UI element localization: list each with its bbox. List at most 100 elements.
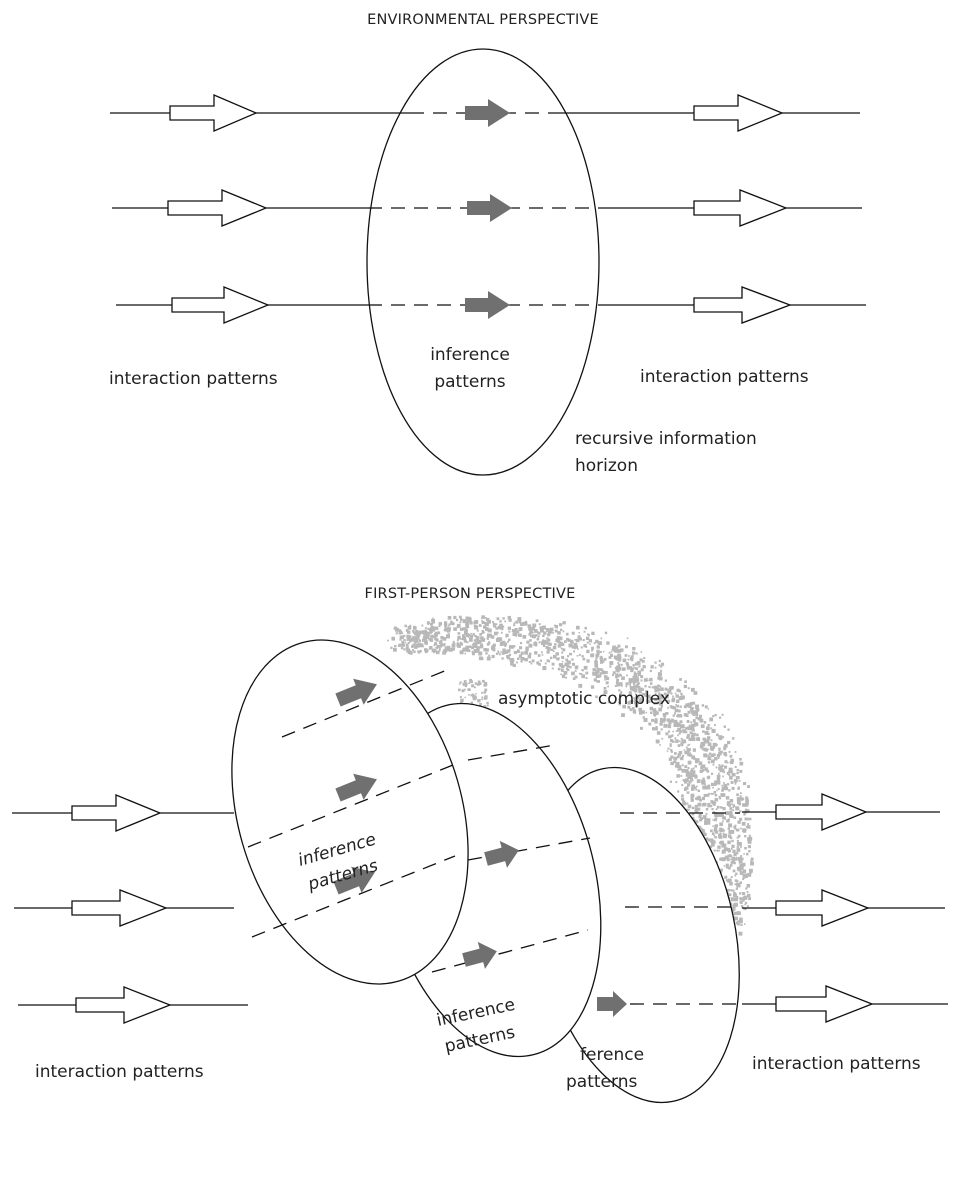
cloud-speck xyxy=(496,617,500,621)
cloud-speck xyxy=(407,625,412,630)
cloud-speck xyxy=(712,715,715,718)
cloud-speck xyxy=(586,649,590,654)
cloud-speck xyxy=(643,678,648,682)
cloud-speck xyxy=(639,658,643,662)
cloud-speck xyxy=(475,636,480,641)
cloud-speck xyxy=(566,637,569,641)
cloud-speck xyxy=(486,637,489,640)
cloud-speck xyxy=(697,807,701,811)
cloud-speck xyxy=(675,721,679,725)
cloud-speck xyxy=(475,640,479,645)
cloud-speck xyxy=(572,677,576,680)
cloud-speck xyxy=(692,719,696,722)
cloud-speck xyxy=(706,748,708,751)
cloud-speck xyxy=(649,682,653,685)
cloud-speck xyxy=(461,689,465,693)
cloud-speck xyxy=(619,682,623,686)
cloud-speck xyxy=(670,692,673,695)
cloud-speck xyxy=(736,839,739,842)
cloud-speck xyxy=(520,651,524,655)
cloud-speck xyxy=(560,647,563,650)
cloud-speck xyxy=(659,701,663,706)
cloud-speck xyxy=(730,897,735,902)
cloud-speck xyxy=(464,684,467,688)
cloud-speck xyxy=(710,782,715,787)
cloud-speck xyxy=(488,654,491,657)
cloud-speck xyxy=(710,839,714,844)
cloud-speck xyxy=(665,693,668,696)
cloud-speck xyxy=(486,656,491,661)
cloud-speck xyxy=(537,635,540,638)
cloud-speck xyxy=(707,724,710,727)
cloud-speck xyxy=(659,685,662,688)
cloud-speck xyxy=(483,625,487,629)
cloud-speck xyxy=(514,628,518,632)
cloud-speck xyxy=(727,850,730,853)
cloud-speck xyxy=(465,624,469,629)
hollow-arrow-icon xyxy=(71,889,168,927)
cloud-speck xyxy=(671,697,676,702)
cloud-speck xyxy=(562,648,566,652)
cloud-speck xyxy=(710,838,714,842)
cloud-speck xyxy=(703,802,707,807)
cloud-speck xyxy=(412,648,414,651)
cloud-speck xyxy=(429,631,432,634)
cloud-speck xyxy=(625,682,629,686)
hollow-arrow-icon xyxy=(775,889,870,927)
cloud-speck xyxy=(707,740,710,743)
cloud-speck xyxy=(681,754,684,757)
cloud-speck xyxy=(681,695,685,700)
cloud-speck xyxy=(473,686,476,689)
cloud-speck xyxy=(568,643,571,646)
cloud-speck xyxy=(735,872,738,875)
cloud-speck xyxy=(518,633,522,637)
cloud-speck xyxy=(731,860,736,864)
environmental-right-label: interaction patterns xyxy=(640,367,809,387)
cloud-speck xyxy=(471,693,475,697)
cloud-speck xyxy=(535,634,538,637)
cloud-speck xyxy=(627,705,631,709)
cloud-speck xyxy=(620,675,622,677)
cloud-speck xyxy=(422,630,426,634)
cloud-speck xyxy=(670,734,674,738)
cloud-speck xyxy=(558,636,563,641)
cloud-speck xyxy=(690,687,695,692)
cloud-speck xyxy=(457,635,461,640)
cloud-speck xyxy=(612,673,614,676)
cloud-speck xyxy=(422,632,426,636)
cloud-speck xyxy=(728,751,731,753)
cloud-speck xyxy=(666,718,670,722)
cloud-speck xyxy=(638,687,642,692)
cloud-speck xyxy=(739,897,743,901)
cloud-speck xyxy=(694,820,698,824)
cloud-speck xyxy=(629,700,632,703)
cloud-speck xyxy=(502,640,506,644)
cloud-speck xyxy=(513,645,516,648)
cloud-speck xyxy=(641,688,645,691)
cloud-speck xyxy=(401,642,405,646)
cloud-speck xyxy=(450,648,453,651)
cloud-speck xyxy=(711,843,715,847)
cloud-speck xyxy=(534,651,538,655)
cloud-speck xyxy=(598,674,602,678)
cloud-speck xyxy=(710,829,713,833)
cloud-speck xyxy=(726,858,730,862)
cloud-speck xyxy=(692,701,696,705)
cloud-speck xyxy=(734,857,738,861)
cloud-speck xyxy=(702,730,705,733)
cloud-speck xyxy=(684,750,688,755)
cloud-speck xyxy=(524,658,528,662)
cloud-speck xyxy=(710,747,714,751)
cloud-speck xyxy=(467,620,470,623)
cloud-speck xyxy=(544,662,547,665)
cloud-speck xyxy=(481,617,483,620)
disc3-label-line2: patterns xyxy=(566,1072,637,1092)
cloud-speck xyxy=(517,657,520,660)
cloud-speck xyxy=(700,724,705,729)
cloud-speck xyxy=(692,707,695,710)
cloud-speck xyxy=(703,832,707,836)
cloud-speck xyxy=(604,675,608,679)
cloud-speck xyxy=(629,680,633,684)
cloud-speck xyxy=(414,641,417,644)
cloud-speck xyxy=(467,688,471,691)
